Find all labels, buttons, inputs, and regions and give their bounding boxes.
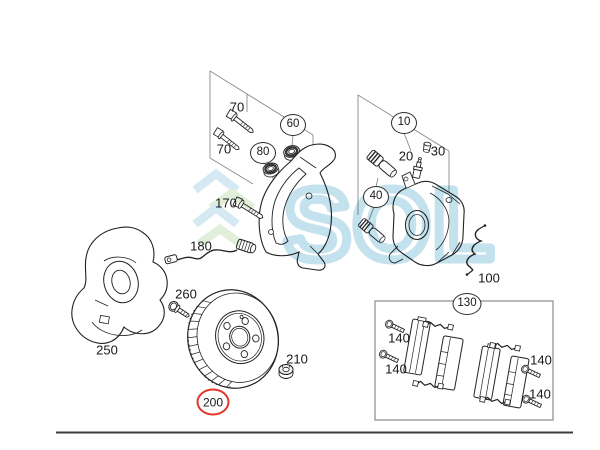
part-callout-180[interactable]: 180 <box>190 238 212 254</box>
part-callout-30[interactable]: 30 <box>430 143 446 159</box>
part-callout-140-b[interactable]: 140 <box>385 361 407 377</box>
part-callout-140-d[interactable]: 140 <box>529 386 551 402</box>
brake-pad-drawing <box>473 343 501 401</box>
chevron-stack-icon <box>192 168 256 248</box>
watermark-text: SOL <box>284 169 496 281</box>
part-callout-70-lower[interactable]: 70 <box>216 141 232 157</box>
part-callout-100[interactable]: 100 <box>478 270 500 286</box>
part-callout-200-highlighted[interactable]: 200 <box>196 388 230 416</box>
bleeder-valve-20-drawing <box>412 157 423 179</box>
brake-disc-200-drawing <box>187 289 280 389</box>
part-callout-140-a[interactable]: 140 <box>388 330 410 346</box>
part-callout-140-c[interactable]: 140 <box>530 352 552 368</box>
part-callout-10[interactable]: 10 <box>391 112 417 134</box>
part-callout-20[interactable]: 20 <box>398 148 414 164</box>
part-callout-260[interactable]: 260 <box>175 286 197 302</box>
bolt-260-drawing <box>168 301 190 318</box>
nut-210-drawing <box>278 364 294 379</box>
part-callout-60[interactable]: 60 <box>280 114 306 136</box>
caliper-bracket-drawing <box>258 143 336 271</box>
part-callout-170[interactable]: 170 <box>215 195 237 211</box>
brake-pad-drawing <box>403 316 431 376</box>
brake-caliper-10-drawing <box>388 171 465 267</box>
part-callout-250[interactable]: 250 <box>96 342 118 358</box>
sol-watermark: SOL <box>192 165 498 286</box>
part-callout-70-upper[interactable]: 70 <box>229 99 245 115</box>
brake-pad-kit-box <box>374 300 554 421</box>
part-callout-40[interactable]: 40 <box>363 186 389 208</box>
cap-30-drawing <box>423 141 432 153</box>
part-callout-210[interactable]: 210 <box>286 351 308 367</box>
brake-pad-drawing <box>434 335 464 391</box>
part-callout-80[interactable]: 80 <box>250 142 276 164</box>
splash-shield-250-drawing <box>71 226 168 344</box>
part-callout-130[interactable]: 130 <box>452 293 482 315</box>
spring-clip-100-drawing <box>465 224 487 276</box>
